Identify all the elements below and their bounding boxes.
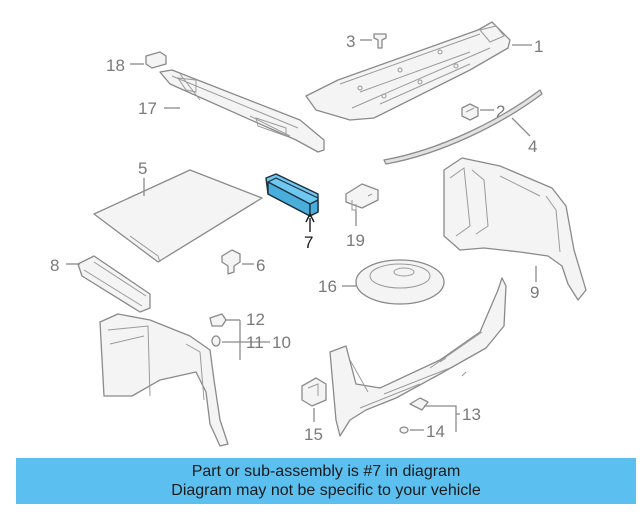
part-3-push-pin[interactable]	[373, 33, 387, 49]
parts-diagram: 1 2 3 4 17 18 5 7	[50, 21, 587, 447]
part-1-package-tray[interactable]	[305, 21, 511, 121]
callout-3: 3	[346, 32, 355, 51]
callout-17: 17	[138, 99, 157, 118]
part-15-hook[interactable]	[301, 377, 327, 407]
callout-16: 16	[318, 277, 337, 296]
callout-15: 15	[304, 425, 323, 444]
part-6-fastener[interactable]	[221, 249, 241, 275]
part-12-clip[interactable]	[209, 313, 227, 327]
callout-11: 11	[246, 333, 264, 352]
callout-14: 14	[426, 422, 445, 441]
callout-18: 18	[106, 56, 125, 75]
part-4-weatherstrip[interactable]	[383, 89, 543, 165]
callout-6: 6	[256, 256, 265, 275]
callout-9: 9	[530, 283, 539, 302]
callout-1: 1	[534, 37, 543, 56]
callout-10: 10	[272, 333, 291, 352]
caption-line-2: Diagram may not be specific to your vehi…	[171, 482, 481, 499]
callout-8: 8	[50, 256, 59, 275]
part-11-clip[interactable]	[211, 335, 221, 347]
part-7-highlighted[interactable]	[265, 173, 319, 217]
callout-12: 12	[246, 310, 265, 329]
part-2-clip[interactable]	[461, 103, 479, 121]
part-19-bracket[interactable]	[345, 183, 379, 211]
part-18-bracket[interactable]	[145, 51, 167, 69]
callout-19: 19	[346, 231, 365, 250]
trunk-sill-panel[interactable]	[329, 277, 507, 437]
callout-7: 7	[304, 233, 313, 252]
part-10-quarter-trim[interactable]	[99, 313, 229, 447]
callout-13: 13	[462, 405, 481, 424]
callout-4: 4	[528, 137, 537, 156]
part-14-clip[interactable]	[399, 426, 409, 434]
part-5-floor-mat[interactable]	[93, 169, 263, 263]
part-9-side-trim[interactable]	[443, 157, 587, 301]
part-8-rail[interactable]	[77, 255, 151, 313]
callout-5: 5	[138, 159, 147, 178]
part-17-trim-panel[interactable]	[159, 69, 325, 153]
callout-2: 2	[496, 102, 505, 121]
part-13-bracket[interactable]	[409, 397, 429, 411]
part-16-wheel-cover[interactable]	[355, 259, 445, 305]
info-caption: Part or sub-assembly is #7 in diagram Di…	[16, 458, 636, 504]
caption-line-1: Part or sub-assembly is #7 in diagram	[191, 463, 461, 480]
